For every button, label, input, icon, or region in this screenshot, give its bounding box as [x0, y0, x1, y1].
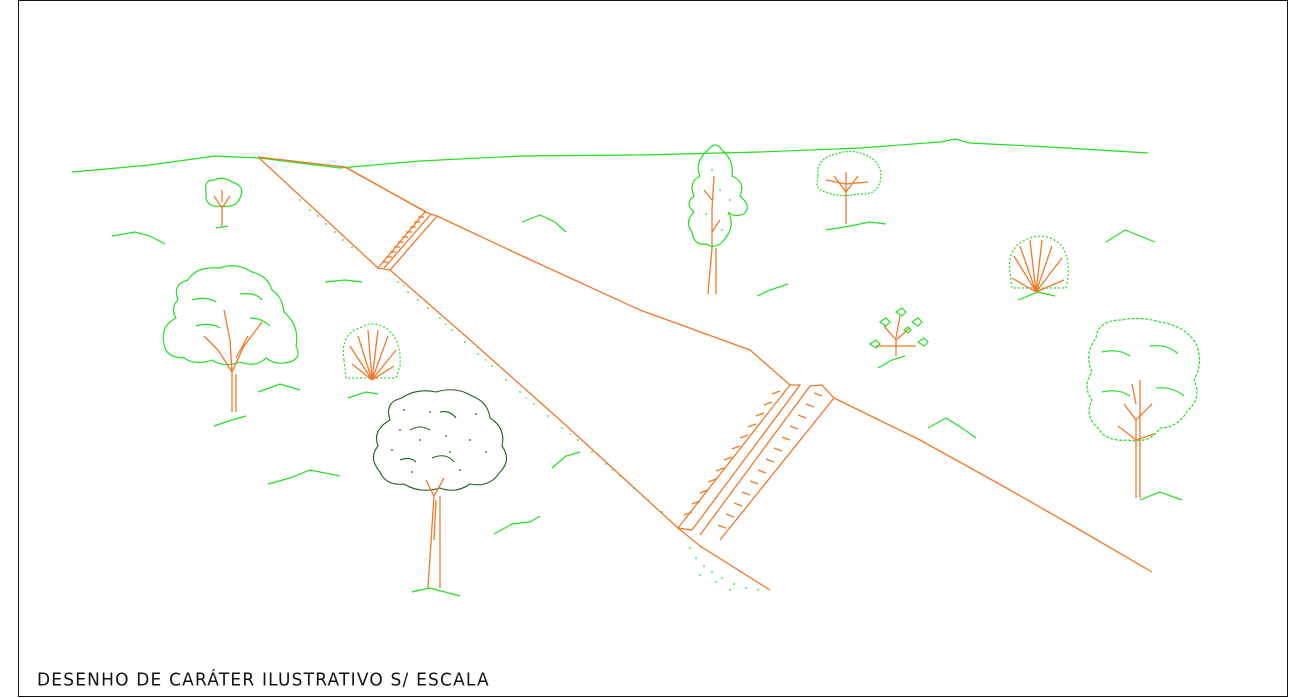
tree-icon [816, 150, 882, 224]
shrub-icon [1008, 235, 1069, 293]
tree-icon [205, 177, 243, 229]
tree-icon [372, 389, 508, 589]
drawing-caption: DESENHO DE CARÁTER ILUSTRATIVO S/ ESCALA [37, 669, 490, 691]
embankment-texture [299, 199, 759, 591]
shrub-icon [342, 323, 401, 381]
bridge-icon [676, 384, 835, 541]
tree-icon [1086, 317, 1201, 498]
horizon-line [71, 138, 1149, 173]
ground-tuft-icon [111, 214, 1183, 597]
bridge-icon [376, 211, 439, 271]
road-icon [257, 156, 1153, 591]
tree-icon [162, 265, 299, 412]
drawing-frame [18, 0, 1288, 697]
shrub-icon [868, 307, 929, 356]
tree-icon [687, 144, 748, 295]
